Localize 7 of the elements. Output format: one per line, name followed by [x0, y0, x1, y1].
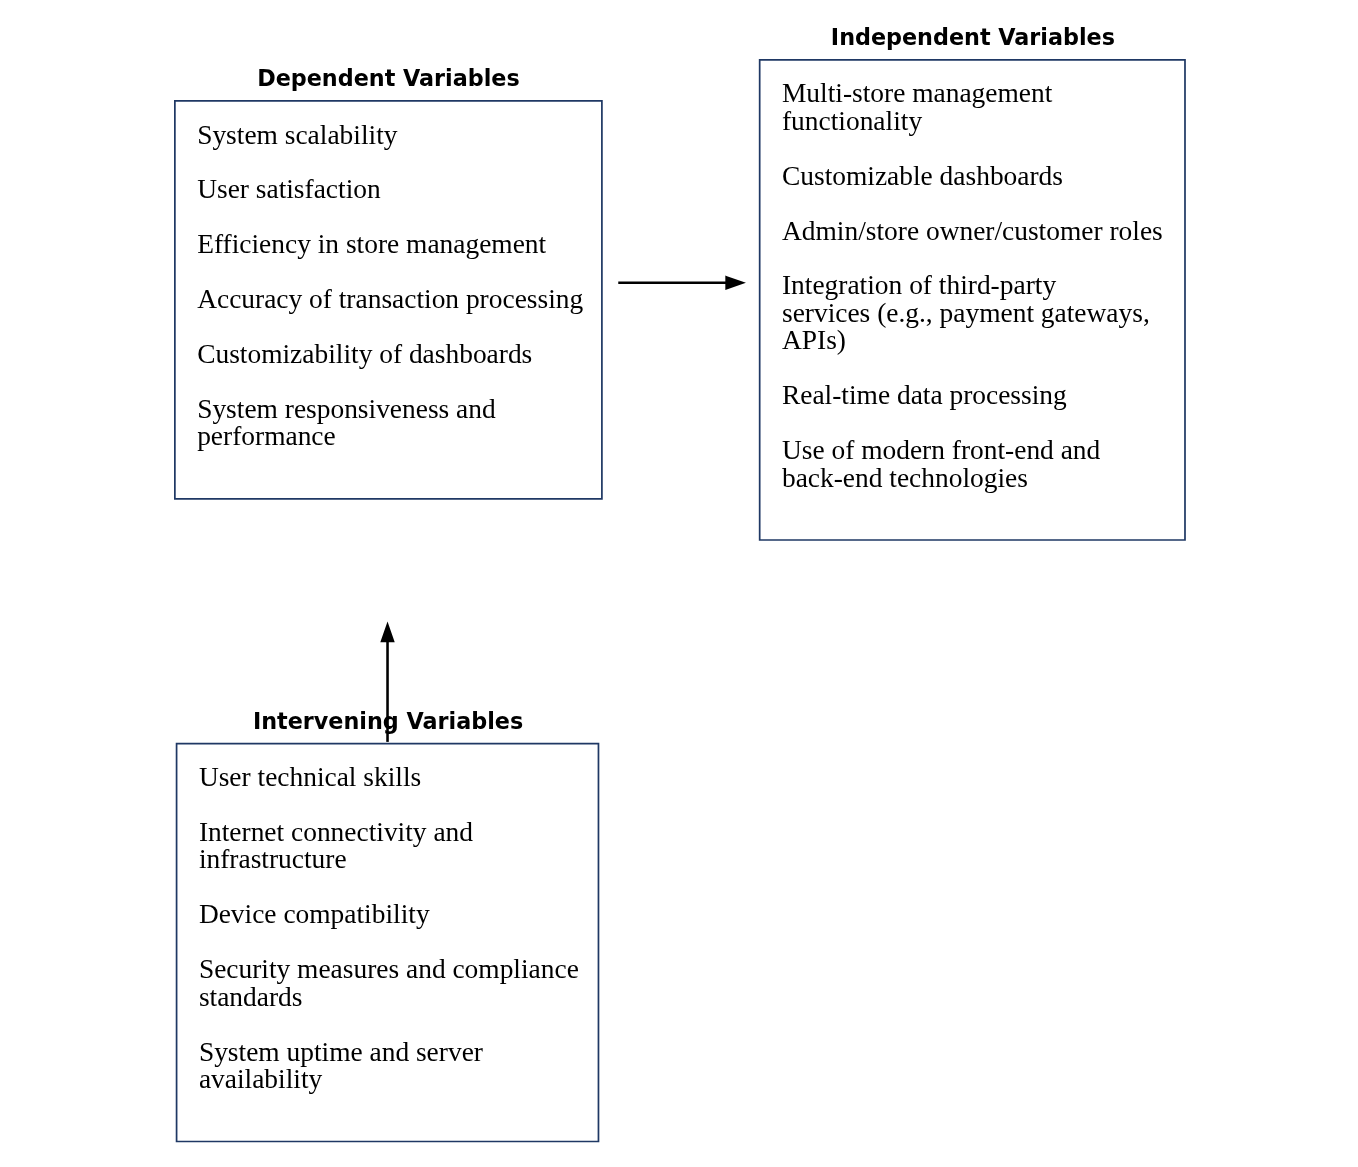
node-box: Multi-store management functionality Customizable dashboards Admin/store owner/customer roles Integration of third-party services (e.g., payment gateways, APIs) Real-time data processing Use of modern front-end and back-end technologies [758, 58, 1186, 541]
node-box: System scalability User satisfaction Efficiency in store management Accuracy of transaction processing Customizability of dashboards System responsiveness and performance [173, 100, 603, 500]
arrow [379, 621, 395, 742]
arrow [617, 275, 746, 290]
node-box: User technical skills Internet connectivity and infrastructure Device compatibility Security measures and compliance standards System uptime and server availability [175, 742, 599, 1143]
node-label: Independent Variables [830, 24, 1115, 51]
node-label: Dependent Variables [256, 65, 520, 92]
